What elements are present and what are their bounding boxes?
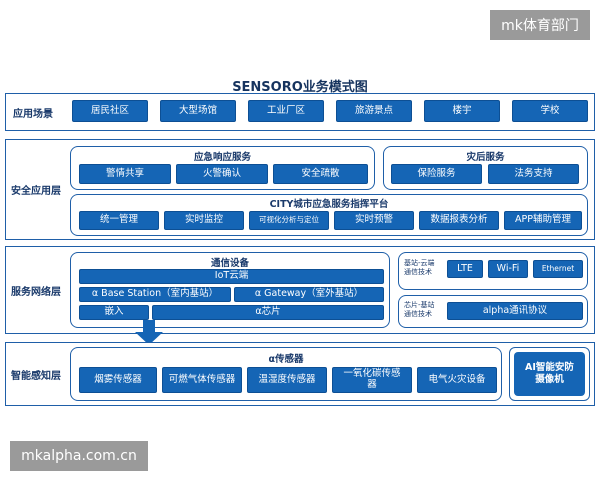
watermark-bottom: mkalpha.com.cn bbox=[10, 441, 148, 471]
city-platform-title: CITY城市应急服务指挥平台 bbox=[269, 199, 389, 210]
app-item: 旅游景点 bbox=[336, 100, 412, 122]
cloud-comm-item: Ethernet bbox=[533, 260, 583, 278]
ai-camera-box: AI智能安防 摄像机 bbox=[514, 352, 585, 396]
sensor-item: 温湿度传感器 bbox=[247, 367, 327, 393]
city-item: 实时预警 bbox=[334, 211, 414, 230]
cloud-comm-item: LTE bbox=[447, 260, 483, 278]
chip-comm-note: 芯片-基站 通信技术 bbox=[404, 301, 435, 318]
security-layer-label: 安全应用层 bbox=[11, 186, 61, 197]
city-item: 数据报表分析 bbox=[419, 211, 499, 230]
app-item: 工业厂区 bbox=[248, 100, 324, 122]
chip-protocol-box: alpha通讯协议 bbox=[447, 302, 583, 320]
app-item: 楼宇 bbox=[424, 100, 500, 122]
comm-devices-title: 通信设备 bbox=[210, 258, 249, 269]
app-item: 大型场馆 bbox=[160, 100, 236, 122]
cloud-comm-note: 基站-云端 通信技术 bbox=[404, 259, 435, 276]
after-disaster-item: 法务支持 bbox=[488, 164, 579, 184]
watermark-top: mk体育部门 bbox=[490, 10, 590, 40]
city-item: APP辅助管理 bbox=[504, 211, 582, 230]
sensor-item: 烟雾传感器 bbox=[79, 367, 157, 393]
emergency-item: 警情共享 bbox=[79, 164, 171, 184]
embed-box: 嵌入 bbox=[79, 305, 149, 320]
cloud-comm-item: Wi-Fi bbox=[488, 260, 528, 278]
sensor-title: α传感器 bbox=[268, 354, 304, 365]
app-layer-label: 应用场景 bbox=[13, 108, 53, 120]
network-layer-label: 服务网络层 bbox=[11, 286, 61, 298]
after-disaster-title: 灾后服务 bbox=[466, 152, 505, 163]
diagram-title: SENSORO业务模式图 bbox=[232, 80, 368, 95]
chip-box: α芯片 bbox=[152, 305, 384, 320]
iot-cloud-box: IoT云端 bbox=[79, 269, 384, 284]
sensor-item: 一氧化碳传感器 bbox=[332, 367, 412, 393]
city-item: 实时监控 bbox=[164, 211, 244, 230]
city-item: 可视化分析与定位 bbox=[249, 211, 329, 230]
app-item: 学校 bbox=[512, 100, 588, 122]
emergency-item: 火警确认 bbox=[176, 164, 268, 184]
gateway-box: α Gateway（室外基站） bbox=[234, 287, 384, 302]
sensing-layer-label: 智能感知层 bbox=[11, 370, 61, 382]
sensor-item: 电气火灾设备 bbox=[417, 367, 497, 393]
emergency-title: 应急响应服务 bbox=[193, 152, 251, 163]
app-item: 居民社区 bbox=[72, 100, 148, 122]
sensor-item: 可燃气体传感器 bbox=[162, 367, 242, 393]
after-disaster-item: 保险服务 bbox=[391, 164, 482, 184]
city-item: 统一管理 bbox=[79, 211, 159, 230]
emergency-item: 安全疏散 bbox=[273, 164, 368, 184]
down-arrow-icon bbox=[135, 320, 163, 345]
base-station-box: α Base Station（室内基站） bbox=[79, 287, 231, 302]
